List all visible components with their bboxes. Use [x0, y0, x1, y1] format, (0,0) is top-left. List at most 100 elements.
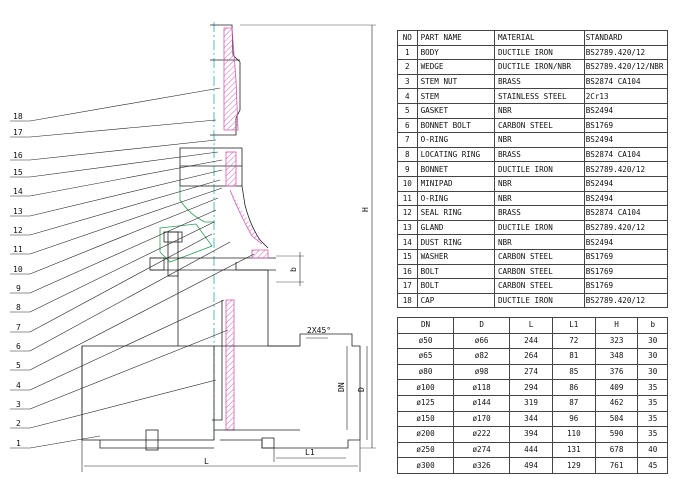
table-cell: 409 [594, 379, 639, 396]
table-cell: ø250 [396, 441, 455, 459]
header-cell: PART NAME [416, 30, 495, 46]
cap [210, 24, 241, 136]
table-cell: 678 [594, 441, 639, 459]
table-cell: ø118 [453, 379, 511, 396]
b-label: b [289, 267, 298, 272]
table-cell: DUCTILE IRON [493, 161, 585, 177]
table-cell: ø98 [453, 363, 511, 381]
callout-12: 12 [13, 226, 23, 235]
table-cell: STAINLESS STEEL [493, 88, 585, 104]
dimension-labels: 2X45° H b DN D L1 L [204, 207, 370, 466]
table-cell: BOLT [416, 278, 495, 294]
table-cell: ø66 [453, 332, 511, 350]
table-cell: ø50 [396, 332, 455, 350]
table-cell: 323 [594, 332, 639, 350]
table-cell: ø274 [453, 441, 511, 459]
table-cell: 348 [594, 348, 639, 365]
table-cell: 72 [551, 332, 596, 350]
table-cell: 96 [551, 410, 596, 428]
table-cell: O-RING [416, 190, 495, 207]
table-cell: CARBON STEEL [493, 278, 585, 294]
callout-3: 3 [16, 400, 21, 409]
table-cell: BRASS [493, 73, 585, 90]
table-cell: BS2494 [583, 190, 669, 207]
table-cell: ø326 [453, 457, 511, 474]
table-cell: 319 [509, 394, 553, 412]
table-cell: 590 [594, 426, 639, 443]
table-cell: BS2789.420/12 [583, 161, 669, 177]
callout-9: 9 [16, 284, 21, 293]
table-cell: STEM NUT [416, 73, 495, 90]
table-cell: 4 [397, 88, 418, 104]
body [212, 262, 361, 449]
table-cell: DUCTILE IRON [493, 44, 585, 61]
table-cell: 761 [594, 457, 639, 474]
table-cell: 9 [397, 161, 418, 177]
table-cell: 30 [637, 332, 668, 350]
table-cell: 444 [509, 441, 553, 459]
table-cell: 15 [397, 248, 418, 265]
table-cell: BS1769 [583, 117, 669, 134]
callout-15: 15 [13, 168, 23, 177]
table-cell: 30 [637, 348, 668, 365]
table-cell: 87 [551, 394, 596, 412]
table-cell: 40 [637, 441, 668, 459]
table-cell: 1 [397, 44, 418, 61]
table-cell: 274 [509, 363, 553, 381]
table-cell: BS2494 [583, 234, 669, 250]
table-cell: ø80 [396, 363, 455, 381]
table-cell: 11 [397, 190, 418, 207]
table-cell: DUCTILE IRON [493, 292, 585, 309]
table-cell: ø170 [453, 410, 511, 428]
table-cell: 2Cr13 [583, 88, 669, 104]
table-cell: NBR [493, 175, 585, 192]
table-cell: BOLT [416, 263, 495, 280]
table-cell: 17 [397, 278, 418, 294]
d-label: D [357, 387, 366, 392]
table-cell: BS2874 CA104 [583, 73, 669, 90]
table-cell: DUCTILE IRON [493, 219, 585, 236]
table-cell: 264 [509, 348, 553, 365]
table-cell: 2 [397, 59, 418, 75]
chamfer-label: 2X45° [307, 326, 331, 335]
table-cell: 8 [397, 146, 418, 163]
table-cell: 294 [509, 379, 553, 396]
callout-14: 14 [13, 187, 23, 196]
callout-2: 2 [16, 419, 21, 428]
table-cell: 244 [509, 332, 553, 350]
table-cell: SEAL RING [416, 205, 495, 221]
table-cell: ø65 [396, 348, 455, 365]
table-cell: 85 [551, 363, 596, 381]
table-cell: 6 [397, 117, 418, 134]
table-cell: 81 [551, 348, 596, 365]
table-cell: 35 [637, 394, 668, 412]
table-cell: 494 [509, 457, 553, 474]
h-label: H [361, 207, 370, 212]
table-cell: 18 [397, 292, 418, 309]
header-cell: D [453, 317, 511, 334]
table-cell: CARBON STEEL [493, 263, 585, 280]
header-cell: L1 [551, 317, 596, 334]
callout-5: 5 [16, 361, 21, 370]
table-cell: 344 [509, 410, 553, 428]
table-cell: NBR [493, 190, 585, 207]
table-cell: BS2494 [583, 132, 669, 148]
table-cell: BS1769 [583, 263, 669, 280]
header-cell: L [509, 317, 553, 334]
l-label: L [204, 457, 209, 466]
header-cell: H [594, 317, 639, 334]
